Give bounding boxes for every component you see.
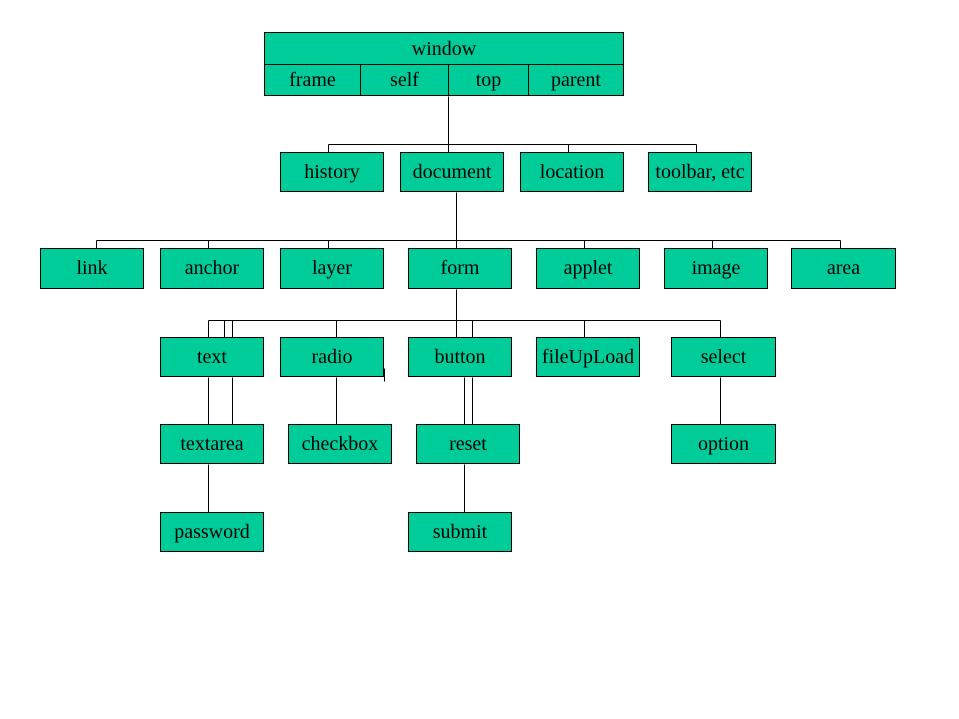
link-node: link bbox=[40, 248, 144, 289]
option-node: option bbox=[671, 424, 776, 464]
layer-node: layer bbox=[280, 248, 384, 289]
select-node: select bbox=[671, 337, 776, 377]
password-node: password bbox=[160, 512, 264, 552]
checkbox-node: checkbox bbox=[288, 424, 392, 464]
anchor-node: anchor bbox=[160, 248, 264, 289]
window-frame-cell: frame bbox=[264, 64, 361, 96]
radio-node: radio bbox=[280, 337, 384, 377]
document-node: document bbox=[400, 152, 504, 192]
window-node: window bbox=[264, 32, 624, 65]
textarea-node: textarea bbox=[160, 424, 264, 464]
button-node: button bbox=[408, 337, 512, 377]
fileupload-node: fileUpLoad bbox=[536, 337, 640, 377]
area-node: area bbox=[791, 248, 896, 289]
image-node: image bbox=[664, 248, 768, 289]
submit-node: submit bbox=[408, 512, 512, 552]
history-node: history bbox=[280, 152, 384, 192]
window-parent-cell: parent bbox=[528, 64, 624, 96]
applet-node: applet bbox=[536, 248, 640, 289]
window-top-cell: top bbox=[448, 64, 529, 96]
reset-node: reset bbox=[416, 424, 520, 464]
form-node: form bbox=[408, 248, 512, 289]
window-self-cell: self bbox=[360, 64, 449, 96]
text-node: text bbox=[160, 337, 264, 377]
toolbar-node: toolbar, etc bbox=[648, 152, 752, 192]
location-node: location bbox=[520, 152, 624, 192]
